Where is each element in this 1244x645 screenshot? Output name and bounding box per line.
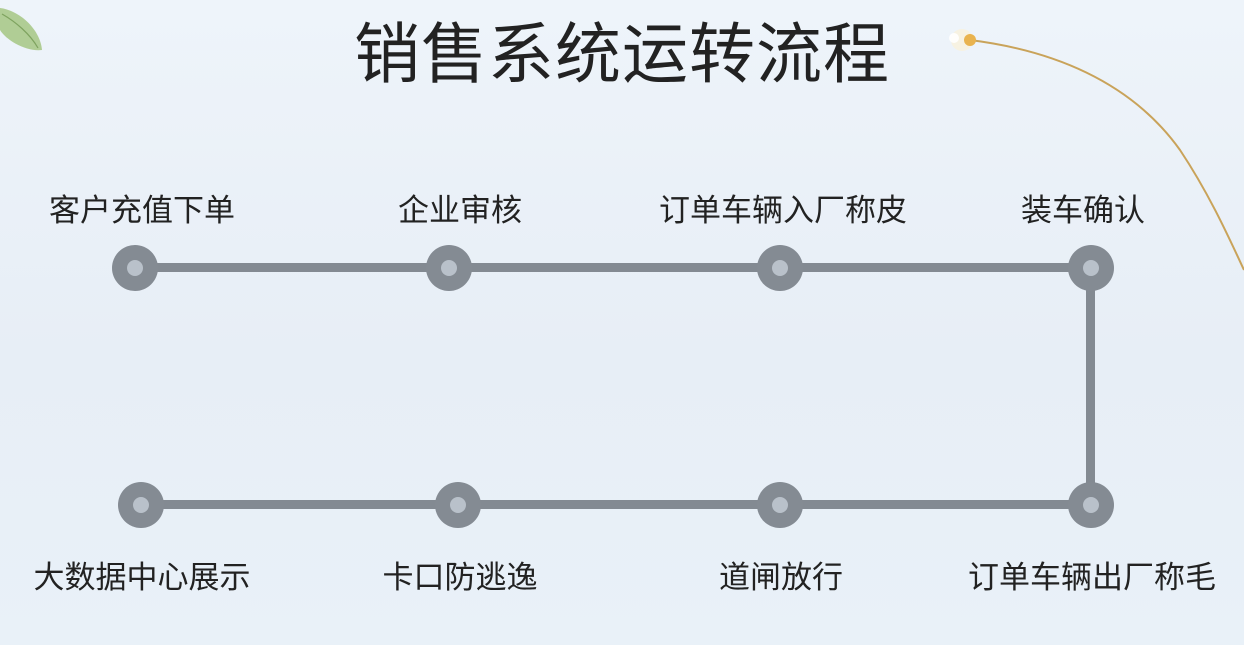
connector-top	[135, 263, 1091, 272]
step-node-4	[1068, 245, 1114, 291]
step-node-5	[1068, 482, 1114, 528]
step-label-7: 卡口防逃逸	[382, 560, 538, 596]
step-node-8	[118, 482, 164, 528]
step-node-7	[435, 482, 481, 528]
flower-decoration	[949, 29, 1244, 271]
step-label-3: 订单车辆入厂称皮	[659, 193, 907, 229]
step-node-3	[757, 245, 803, 291]
connector-bottom	[141, 500, 1091, 509]
step-label-2: 企业审核	[398, 193, 522, 229]
step-label-8: 大数据中心展示	[33, 560, 251, 596]
diagram-title: 销售系统运转流程	[354, 16, 890, 93]
step-label-6: 道闸放行	[719, 560, 843, 596]
step-label-1: 客户充值下单	[49, 193, 235, 229]
step-label-4: 装车确认	[1021, 193, 1145, 229]
leaf-decoration	[0, 8, 42, 51]
step-node-6	[757, 482, 803, 528]
step-label-5: 订单车辆出厂称毛	[968, 560, 1216, 596]
step-node-2	[426, 245, 472, 291]
connector-right	[1086, 268, 1095, 505]
step-node-1	[112, 245, 158, 291]
